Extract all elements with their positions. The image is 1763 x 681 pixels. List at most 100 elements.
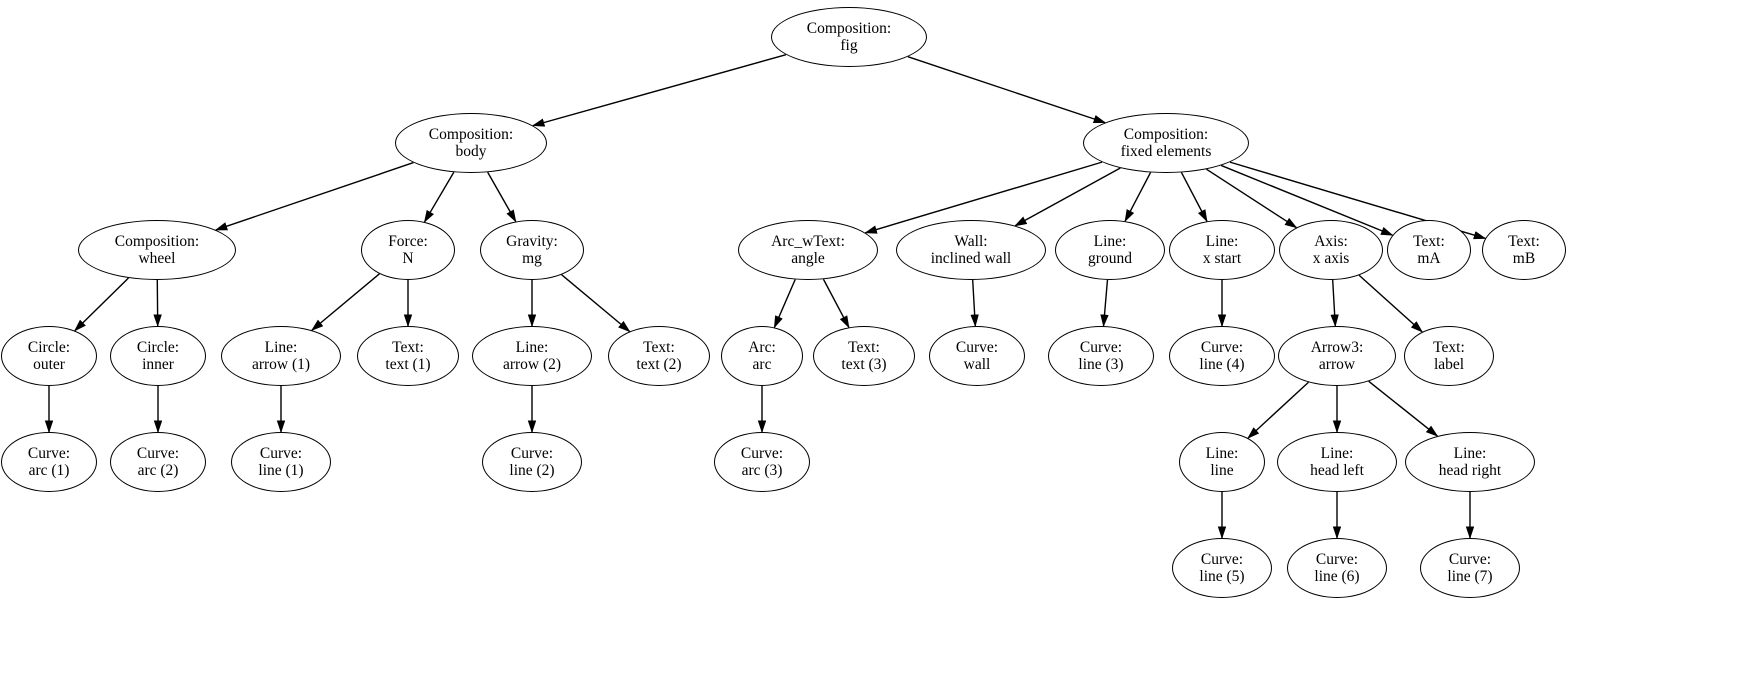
node-label-type: Line: — [1205, 444, 1239, 462]
node-fixed[interactable]: Composition:fixed elements — [1083, 113, 1249, 173]
node-label-type: Text: — [1413, 232, 1445, 250]
node-label-name: head left — [1310, 462, 1364, 479]
node-curveline4[interactable]: Curve:line (4) — [1169, 326, 1275, 386]
node-label-type: Composition: — [428, 125, 514, 143]
edge-xaxis-to-textlabel — [1358, 274, 1424, 333]
node-fig[interactable]: Composition:fig — [771, 7, 927, 67]
node-label-name: arrow — [1318, 356, 1356, 373]
edge-fixed-to-wall — [1014, 167, 1121, 227]
node-label-name: text (3) — [841, 356, 887, 373]
node-label-name: line (3) — [1078, 356, 1124, 373]
node-textmA[interactable]: Text:mA — [1387, 220, 1471, 280]
node-label-name: inclined wall — [930, 250, 1012, 267]
node-curvearc2[interactable]: Curve:arc (2) — [110, 432, 206, 492]
node-xaxis[interactable]: Axis:x axis — [1279, 220, 1383, 280]
node-label-name: line (7) — [1447, 568, 1493, 585]
node-curveline3[interactable]: Curve:line (3) — [1048, 326, 1154, 386]
node-label-name: inner — [142, 356, 174, 373]
edge-arcwtext-to-text3 — [822, 278, 850, 329]
node-label-type: Text: — [392, 338, 424, 356]
node-label-name: line — [1210, 462, 1234, 479]
node-textlabel[interactable]: Text:label — [1404, 326, 1494, 386]
node-label-name: x start — [1202, 250, 1242, 267]
node-headleft[interactable]: Line:head left — [1277, 432, 1397, 492]
edge-fixed-to-ground — [1124, 172, 1152, 223]
node-curveline5[interactable]: Curve:line (5) — [1172, 538, 1272, 598]
node-text3[interactable]: Text:text (3) — [813, 326, 915, 386]
node-label-name: arrow (1) — [251, 356, 311, 373]
node-headright[interactable]: Line:head right — [1405, 432, 1535, 492]
node-label-name: wall — [963, 356, 991, 373]
edge-wall-to-curvewall — [970, 279, 979, 328]
node-curvewall[interactable]: Curve:wall — [929, 326, 1025, 386]
edge-arcwtext-to-arcarc — [773, 279, 796, 329]
node-label-name: mg — [522, 250, 542, 267]
node-label-type: Arrow3: — [1310, 338, 1364, 356]
node-label-name: arc — [752, 356, 772, 373]
node-linearrow2[interactable]: Line:arrow (2) — [472, 326, 592, 386]
node-text2[interactable]: Text:text (2) — [608, 326, 710, 386]
edge-forceN-to-linearrow1 — [310, 273, 380, 331]
node-gravity[interactable]: Gravity:mg — [480, 220, 584, 280]
node-curveline2[interactable]: Curve:line (2) — [482, 432, 582, 492]
node-label-type: Text: — [848, 338, 880, 356]
node-textmB[interactable]: Text:mB — [1482, 220, 1566, 280]
edge-arrow3-to-lineline — [1247, 381, 1309, 439]
node-label-type: Arc_wText: — [771, 232, 845, 250]
edge-fig-to-fixed — [907, 56, 1107, 124]
node-label-name: text (2) — [636, 356, 682, 373]
node-lineline[interactable]: Line:line — [1179, 432, 1265, 492]
node-label-name: line (5) — [1199, 568, 1245, 585]
node-label-type: Text: — [1508, 232, 1540, 250]
node-label-name: mA — [1417, 250, 1441, 267]
edge-ground-to-curveline3 — [1100, 279, 1109, 328]
node-label-type: Curve: — [510, 444, 554, 462]
node-arrow3[interactable]: Arrow3:arrow — [1278, 326, 1396, 386]
node-label-type: Curve: — [1448, 550, 1492, 568]
node-ground[interactable]: Line:ground — [1055, 220, 1165, 280]
node-label-type: Line: — [1205, 232, 1239, 250]
node-label-name: arrow (2) — [502, 356, 562, 373]
node-label-type: Axis: — [1314, 232, 1348, 250]
node-arcarc[interactable]: Arc:arc — [721, 326, 803, 386]
node-body[interactable]: Composition:body — [395, 113, 547, 173]
node-label-name: line (6) — [1314, 568, 1360, 585]
node-label-type: Curve: — [955, 338, 999, 356]
node-curveline7[interactable]: Curve:line (7) — [1420, 538, 1520, 598]
node-label-name: body — [455, 143, 487, 160]
node-circouter[interactable]: Circle:outer — [1, 326, 97, 386]
edge-fig-to-body — [531, 53, 787, 127]
node-linearrow1[interactable]: Line:arrow (1) — [221, 326, 341, 386]
node-wheel[interactable]: Composition:wheel — [78, 220, 236, 280]
node-curvearc3[interactable]: Curve:arc (3) — [714, 432, 810, 492]
node-label-name: fig — [840, 37, 858, 54]
node-curvearc1[interactable]: Curve:arc (1) — [1, 432, 97, 492]
node-circinner[interactable]: Circle:inner — [110, 326, 206, 386]
node-label-type: Line: — [1320, 444, 1354, 462]
node-curveline6[interactable]: Curve:line (6) — [1287, 538, 1387, 598]
node-label-type: Circle: — [136, 338, 180, 356]
node-label-type: Curve: — [1200, 338, 1244, 356]
node-label-name: mB — [1512, 250, 1536, 267]
node-arcwtext[interactable]: Arc_wText:angle — [738, 220, 878, 280]
node-curveline1[interactable]: Curve:line (1) — [231, 432, 331, 492]
node-label-type: Composition: — [1123, 125, 1209, 143]
edge-wheel-to-circouter — [73, 277, 129, 332]
edge-body-to-gravity — [487, 171, 517, 223]
node-label-type: Line: — [1093, 232, 1127, 250]
node-label-name: fixed elements — [1120, 143, 1212, 160]
node-forceN[interactable]: Force:N — [361, 220, 455, 280]
node-label-name: wheel — [138, 250, 176, 267]
node-label-name: ground — [1088, 250, 1132, 267]
edge-gravity-to-text2 — [561, 274, 631, 333]
node-text1[interactable]: Text:text (1) — [357, 326, 459, 386]
node-label-type: Composition: — [114, 232, 200, 250]
node-label-name: x axis — [1312, 250, 1350, 267]
node-label-type: Curve: — [740, 444, 784, 462]
node-label-type: Line: — [515, 338, 549, 356]
node-label-name: outer — [33, 356, 65, 373]
node-label-type: Line: — [1453, 444, 1487, 462]
node-xstart[interactable]: Line:x start — [1169, 220, 1275, 280]
node-wall[interactable]: Wall:inclined wall — [896, 220, 1046, 280]
